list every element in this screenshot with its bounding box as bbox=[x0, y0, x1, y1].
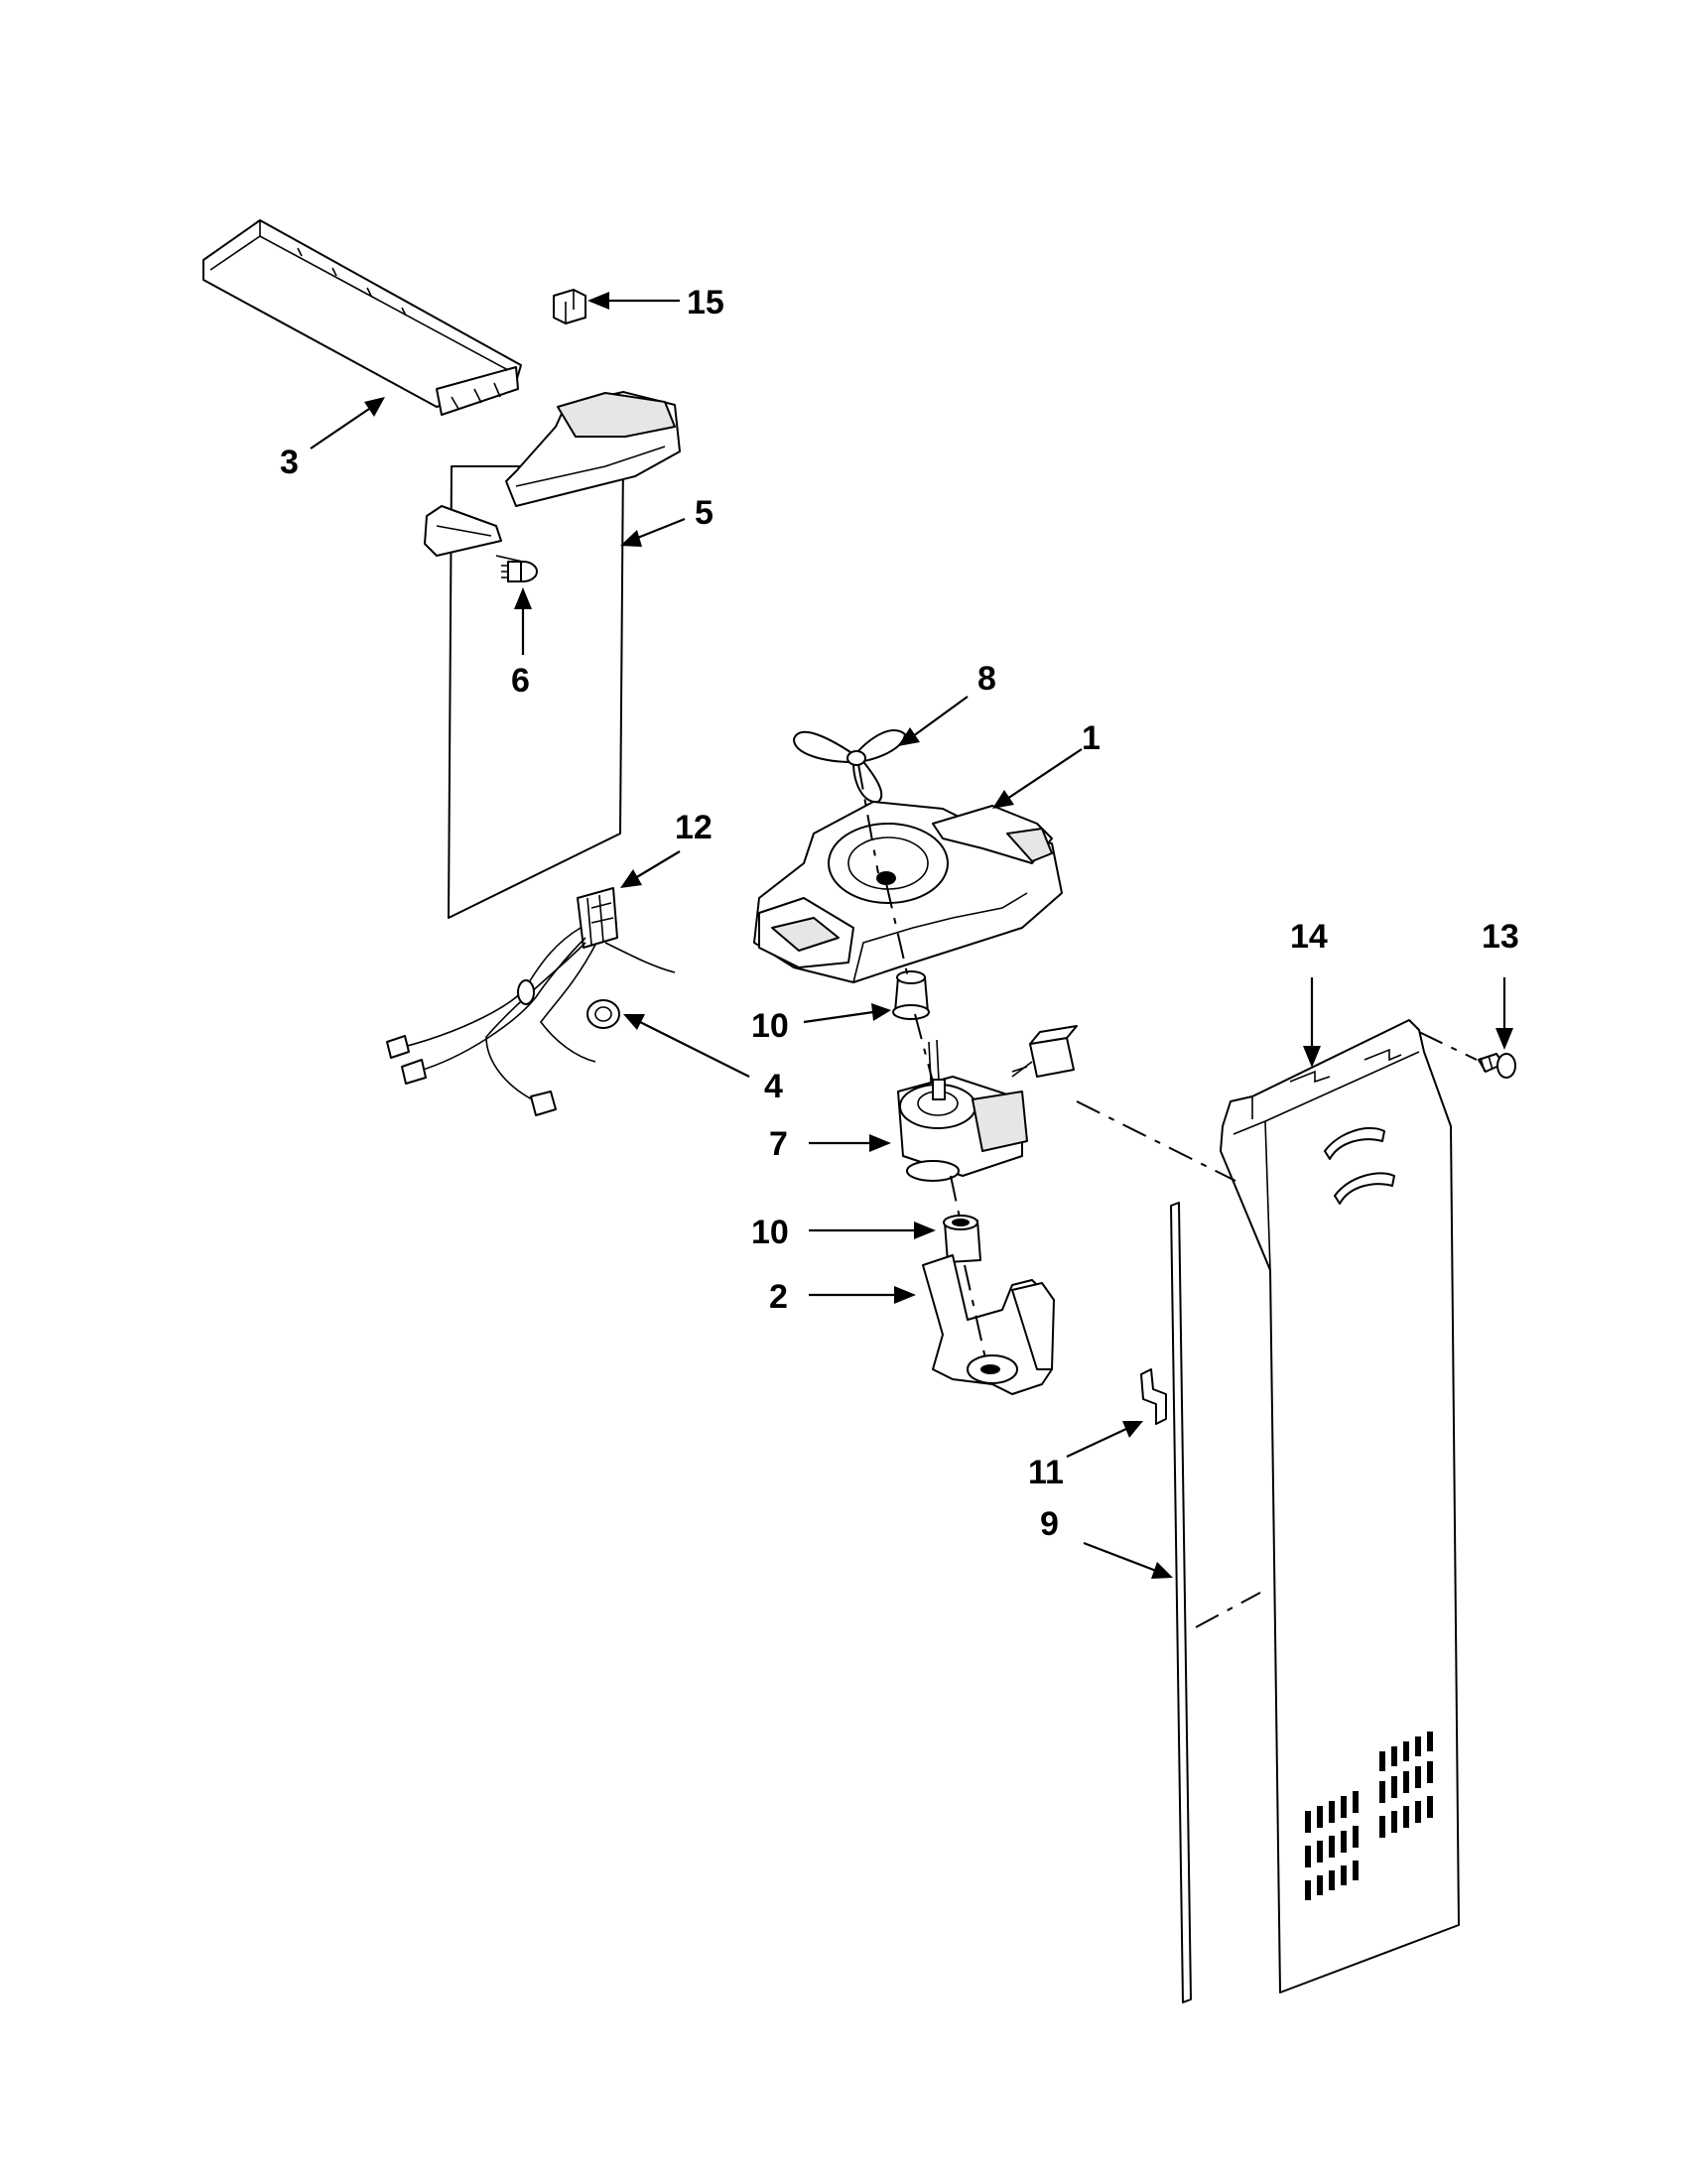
callout-13: 13 bbox=[1482, 918, 1519, 956]
callout-9: 9 bbox=[1040, 1505, 1059, 1543]
callout-10-upper: 10 bbox=[751, 1007, 789, 1045]
part-1-fan-housing[interactable] bbox=[753, 801, 1063, 983]
part-5-duct-panel[interactable] bbox=[424, 391, 681, 919]
callout-leaders bbox=[310, 292, 1513, 1579]
part-7-motor[interactable] bbox=[897, 1025, 1078, 1182]
callout-6: 6 bbox=[511, 662, 530, 700]
callout-8: 8 bbox=[977, 660, 996, 698]
callout-12: 12 bbox=[675, 809, 713, 846]
callout-10-lower: 10 bbox=[751, 1214, 789, 1251]
callout-15: 15 bbox=[687, 284, 724, 321]
part-2-bracket[interactable] bbox=[922, 1254, 1055, 1395]
part-8-fan-blade[interactable] bbox=[793, 729, 906, 804]
part-9-gasket-strip[interactable] bbox=[1170, 1202, 1192, 2003]
callout-1: 1 bbox=[1082, 719, 1101, 757]
part-14-rear-panel[interactable] bbox=[1220, 1019, 1460, 1993]
callout-5: 5 bbox=[695, 494, 714, 532]
callout-14: 14 bbox=[1290, 918, 1328, 956]
callout-11: 11 bbox=[1028, 1454, 1064, 1491]
part-10-grommet-upper[interactable] bbox=[892, 970, 930, 1020]
part-3-tray[interactable] bbox=[202, 219, 522, 416]
part-6-screw[interactable] bbox=[501, 561, 538, 582]
part-10-grommet-lower[interactable] bbox=[943, 1215, 981, 1263]
assembly-lines bbox=[495, 555, 1478, 1628]
callout-7: 7 bbox=[769, 1125, 788, 1163]
part-11-clip[interactable] bbox=[1140, 1368, 1167, 1425]
vent-slots bbox=[1305, 1732, 1433, 1900]
callout-labels: 15 3 5 6 8 1 12 10 4 7 10 2 14 13 11 9 bbox=[280, 284, 1519, 1543]
callout-2: 2 bbox=[769, 1278, 788, 1316]
callout-3: 3 bbox=[280, 444, 299, 481]
part-12-wire-harness[interactable] bbox=[386, 887, 676, 1116]
part-13-screw[interactable] bbox=[1478, 1053, 1516, 1079]
part-15-clip[interactable] bbox=[553, 289, 586, 324]
callout-4: 4 bbox=[764, 1068, 783, 1105]
